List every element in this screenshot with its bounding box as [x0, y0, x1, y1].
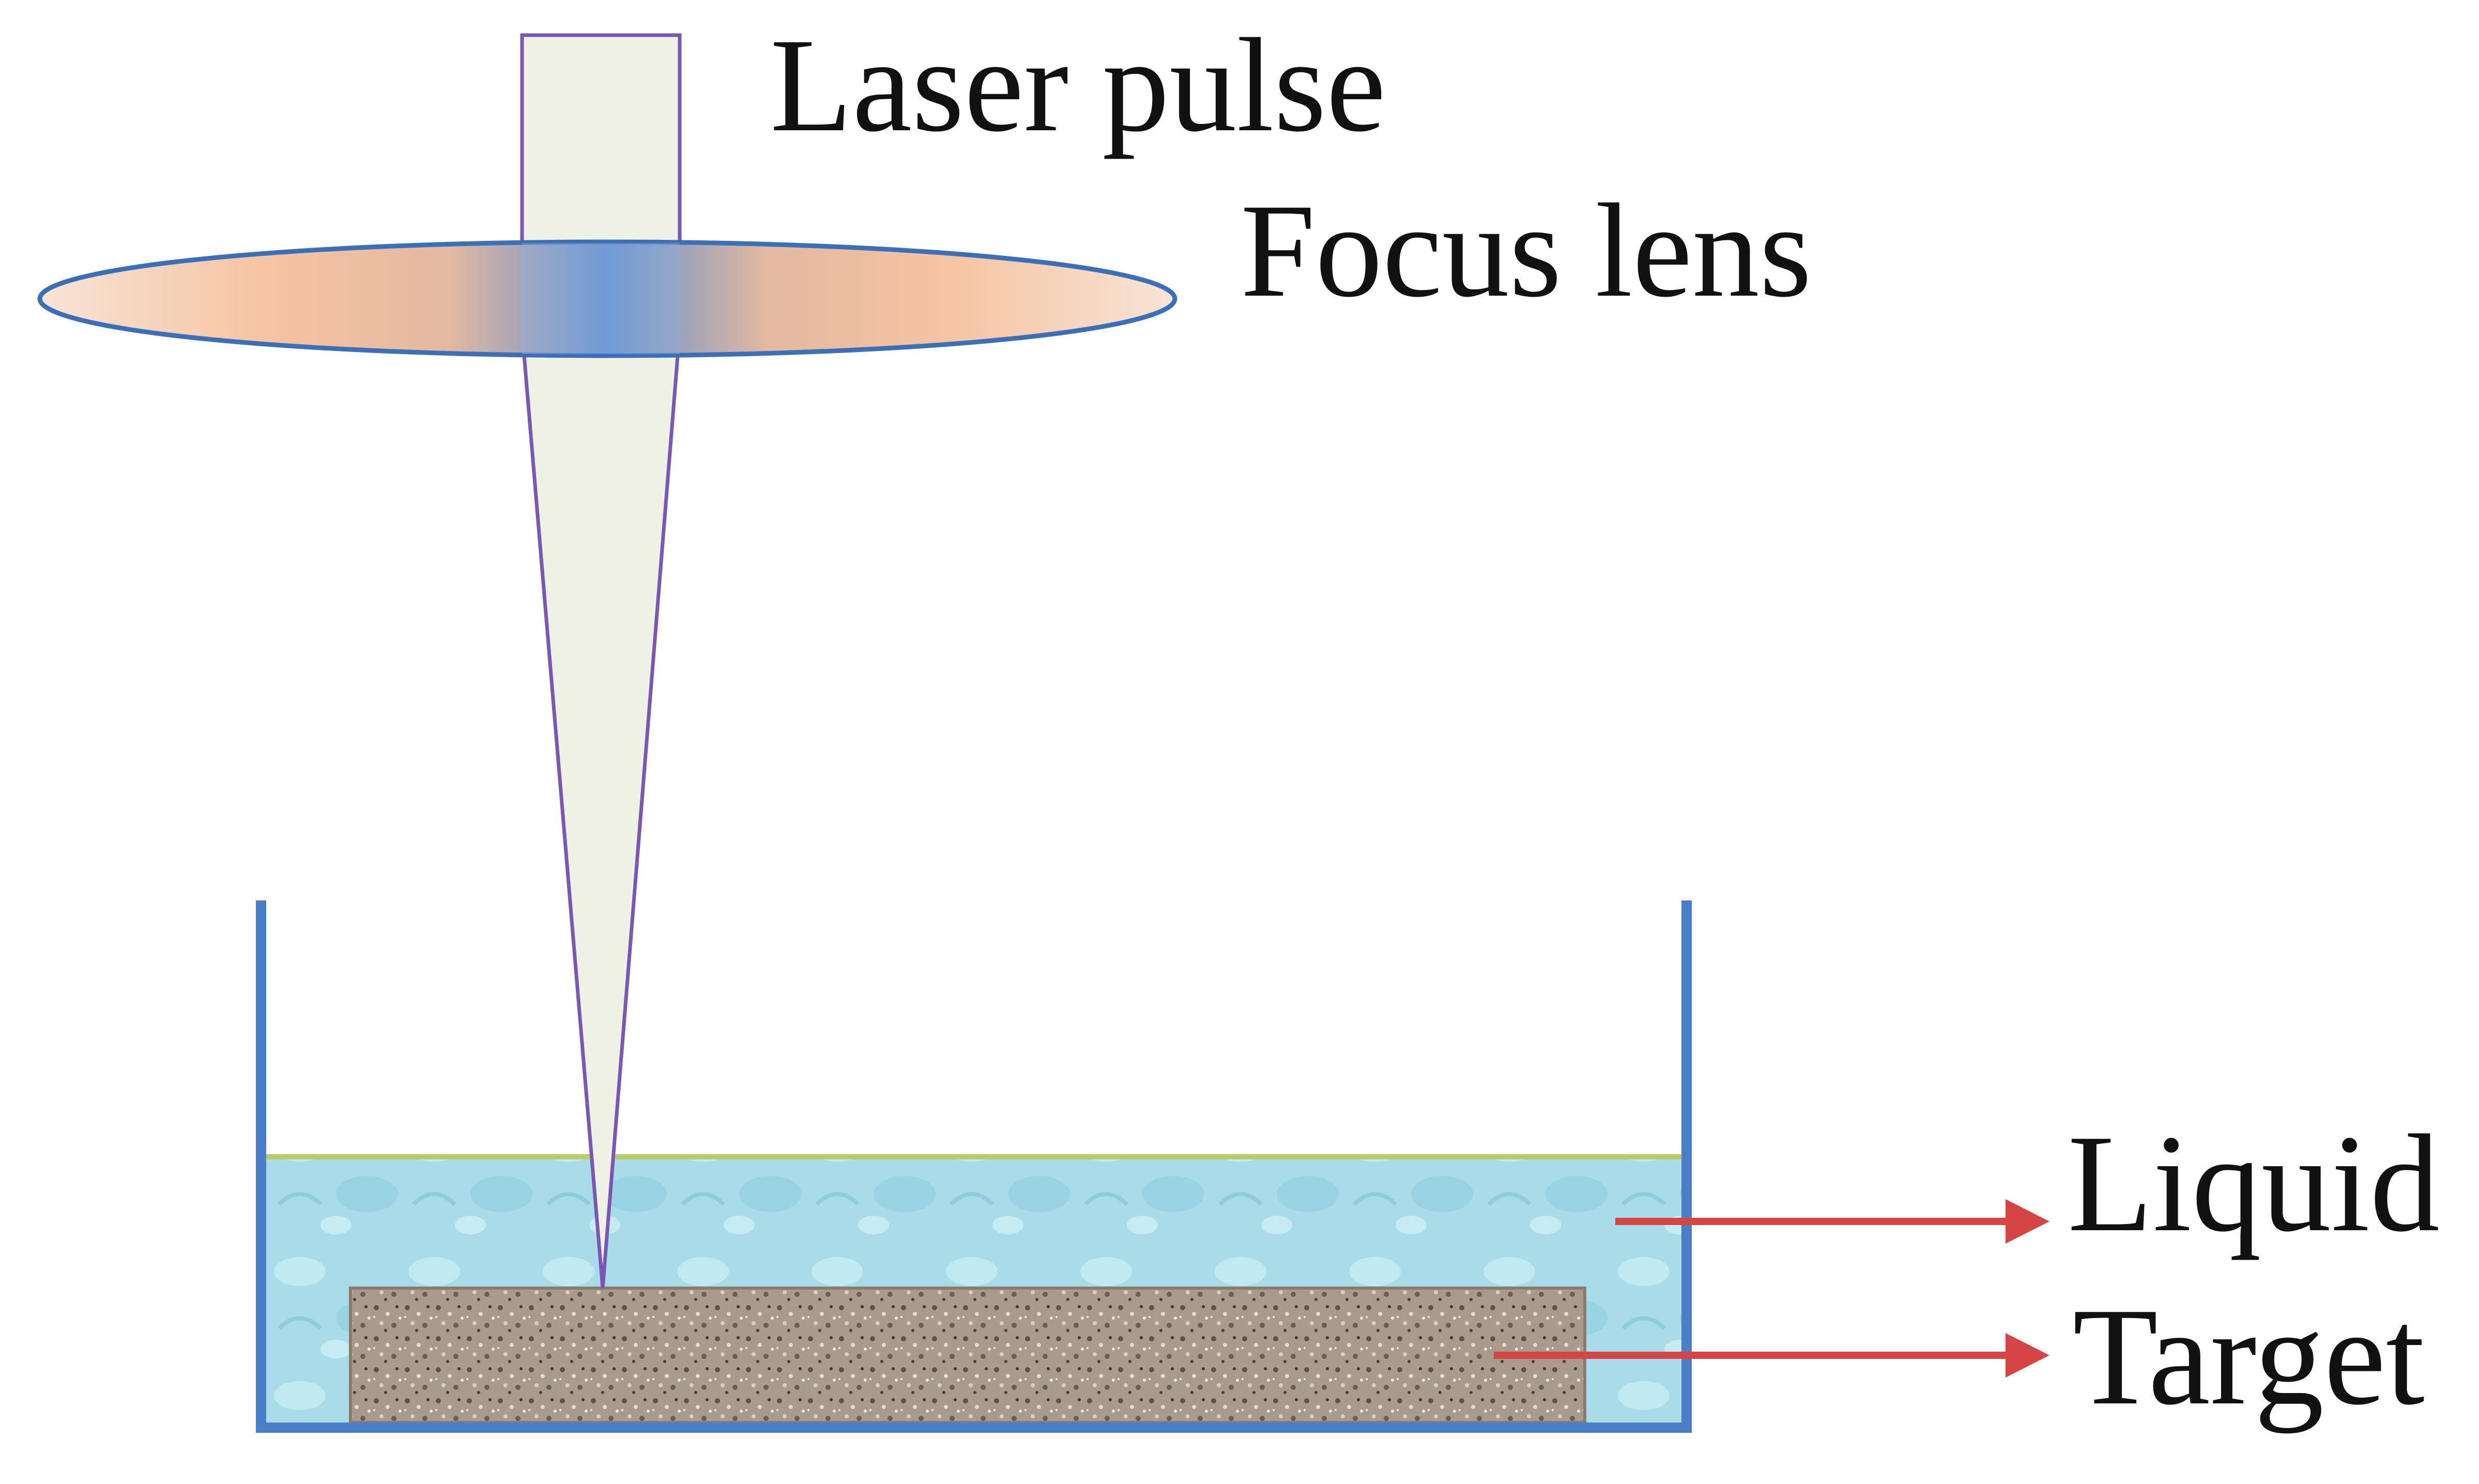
laser-beam-through-lens	[522, 243, 680, 354]
laser-pulse-label: Laser pulse	[770, 11, 1386, 160]
target-arrow-head	[2006, 1333, 2049, 1378]
target-label: Target	[2073, 1279, 2425, 1434]
laser-beam-cone	[520, 329, 682, 1289]
liquid-arrow-head	[2006, 1199, 2049, 1244]
target-block	[349, 1287, 1586, 1424]
container	[256, 900, 1692, 1433]
focus-lens-label: Focus lens	[1241, 176, 1812, 325]
focus-lens	[37, 239, 1177, 358]
liquid-label: Liquid	[2068, 1106, 2440, 1261]
